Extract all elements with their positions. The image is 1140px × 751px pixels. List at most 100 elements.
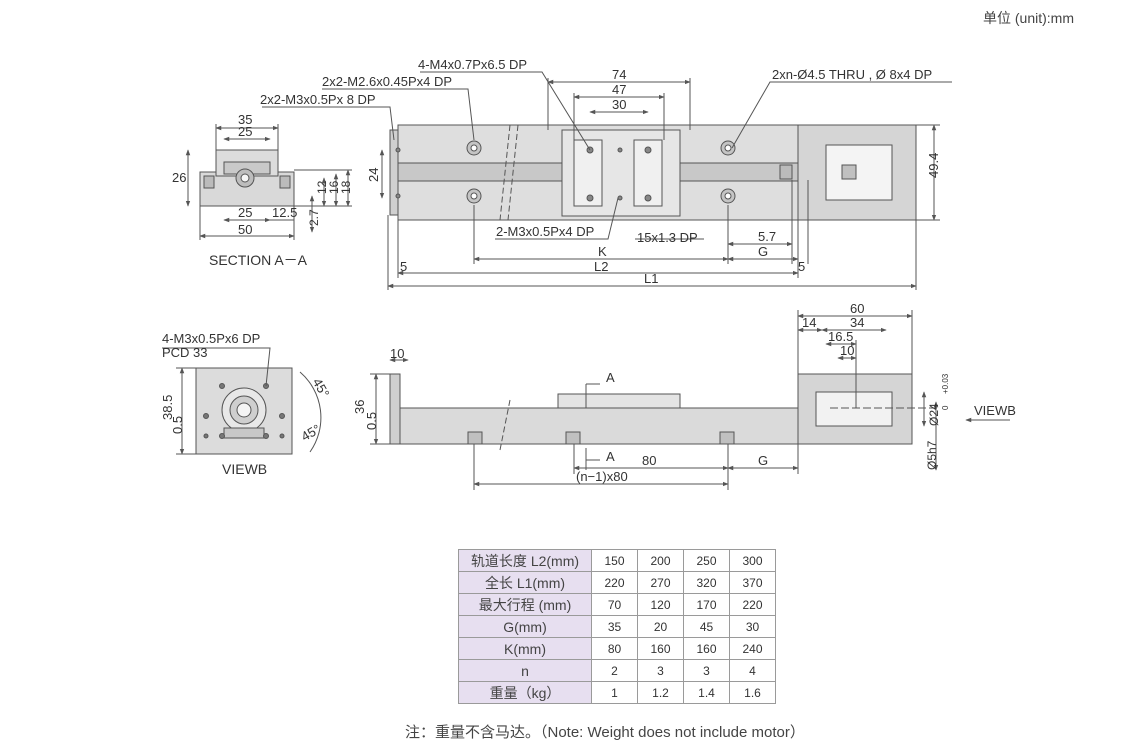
- spec-cell: 220: [591, 571, 638, 594]
- viewb-arrow-label: VIEWB: [974, 403, 1016, 418]
- spec-row-label: G(mm): [458, 615, 592, 638]
- spec-cell: 370: [729, 571, 776, 594]
- side-dim-80: 80: [642, 453, 656, 468]
- sec-dim-12: 12: [315, 180, 329, 194]
- side-shaft-5: Ø5h7: [925, 440, 939, 470]
- sec-dim-25-bottom: 25: [238, 205, 252, 220]
- side-view: [370, 310, 1010, 490]
- weight-note: 注：重量不含马达。（Note: Weight does not include …: [405, 724, 805, 741]
- dim-L1: L1: [644, 271, 658, 286]
- dim-24: 24: [366, 168, 381, 182]
- section-mark-a-bottom: A: [606, 449, 615, 464]
- side-dim-36: 36: [352, 400, 367, 414]
- spec-cell: 160: [637, 637, 684, 660]
- spec-cell: 1.6: [729, 681, 776, 704]
- spec-cell: 2: [591, 659, 638, 682]
- spec-cell: 1.2: [637, 681, 684, 704]
- section-caption: SECTION A－A: [209, 252, 308, 268]
- viewb-dim-38-5: 38.5: [160, 395, 175, 420]
- sec-dim-50: 50: [238, 222, 252, 237]
- viewb-callout-2: PCD 33: [162, 345, 208, 360]
- callout-m3: 2x2-M3x0.5Px 8 DP: [260, 92, 376, 107]
- section-view: [185, 124, 352, 240]
- spec-cell: 320: [683, 571, 730, 594]
- callout-slot: 15x1.3 DP: [637, 230, 698, 245]
- spec-cell: 170: [683, 593, 730, 616]
- spec-row-label: 重量（kg）: [458, 681, 592, 704]
- spec-cell: 4: [729, 659, 776, 682]
- side-shaft-24: Ø24: [927, 403, 941, 426]
- spec-cell: 3: [683, 659, 730, 682]
- sec-dim-2-7: 2.7: [307, 209, 321, 226]
- dim-47: 47: [612, 82, 626, 97]
- callout-m3b: 2-M3x0.5Px4 DP: [496, 224, 594, 239]
- spec-cell: 250: [683, 549, 730, 572]
- technical-drawing: 35 25 26 25 12.5 50 12 16 18 2.7 SECTION…: [160, 57, 1016, 490]
- spec-row-label: 轨道长度 L2(mm): [458, 549, 592, 572]
- dim-5-right: 5: [798, 259, 805, 274]
- side-dim-10: 10: [390, 346, 404, 361]
- section-mark-a-top: A: [606, 370, 615, 385]
- side-dim-0-5: 0.5: [364, 412, 379, 430]
- sec-dim-35: 35: [238, 112, 252, 127]
- spec-cell: 300: [729, 549, 776, 572]
- spec-cell: 160: [683, 637, 730, 660]
- spec-cell: 120: [637, 593, 684, 616]
- spec-cell: 30: [729, 615, 776, 638]
- spec-cell: 70: [591, 593, 638, 616]
- sec-dim-26: 26: [172, 170, 186, 185]
- spec-row-label: 全长 L1(mm): [458, 571, 592, 594]
- callout-m26: 2x2-M2.6x0.45Px4 DP: [322, 74, 452, 89]
- side-dim-G: G: [758, 453, 768, 468]
- spec-cell: 1: [591, 681, 638, 704]
- viewb-drawing: [162, 347, 322, 455]
- dim-K: K: [598, 244, 607, 259]
- side-dim-60: 60: [850, 301, 864, 316]
- dim-5-left: 5: [400, 259, 407, 274]
- spec-cell: 200: [637, 549, 684, 572]
- side-dim-14: 14: [802, 315, 816, 330]
- viewb-angle-1: 45°: [310, 376, 333, 401]
- spec-cell: 80: [591, 637, 638, 660]
- spec-row-label: n: [458, 659, 592, 682]
- top-view: [262, 71, 952, 290]
- dim-5-7: 5.7: [758, 229, 776, 244]
- side-dim-34: 34: [850, 315, 864, 330]
- spec-cell: 45: [683, 615, 730, 638]
- spec-cell: 35: [591, 615, 638, 638]
- spec-cell: 220: [729, 593, 776, 616]
- dim-49-4: 49.4: [926, 153, 941, 178]
- callout-m4: 4-M4x0.7Px6.5 DP: [418, 57, 527, 72]
- spec-cell: 150: [591, 549, 638, 572]
- sec-dim-25-top: 25: [238, 124, 252, 139]
- sec-dim-16: 16: [327, 180, 341, 194]
- sec-dim-12-5: 12.5: [272, 205, 297, 220]
- sec-dim-18: 18: [339, 180, 353, 194]
- dim-30: 30: [612, 97, 626, 112]
- spec-cell: 3: [637, 659, 684, 682]
- spec-cell: 20: [637, 615, 684, 638]
- callout-thru: 2xn-Ø4.5 THRU , Ø 8x4 DP: [772, 67, 932, 82]
- dim-74: 74: [612, 67, 626, 82]
- dim-G-top: G: [758, 244, 768, 259]
- side-dim-n80: (n−1)x80: [576, 469, 628, 484]
- side-dim-10b: 10: [840, 343, 854, 358]
- spec-cell: 1.4: [683, 681, 730, 704]
- side-dim-16-5: 16.5: [828, 329, 853, 344]
- viewb-callout-1: 4-M3x0.5Px6 DP: [162, 331, 260, 346]
- side-tol-plus: +0.03: [941, 373, 950, 394]
- unit-label: 单位 (unit):mm: [983, 10, 1074, 26]
- side-tol-zero: 0: [941, 405, 950, 410]
- viewb-angle-2: 45°: [299, 421, 324, 444]
- spec-cell: 270: [637, 571, 684, 594]
- spec-row-label: K(mm): [458, 637, 592, 660]
- viewb-dim-0-5: 0.5: [170, 416, 185, 434]
- dim-L2: L2: [594, 259, 608, 274]
